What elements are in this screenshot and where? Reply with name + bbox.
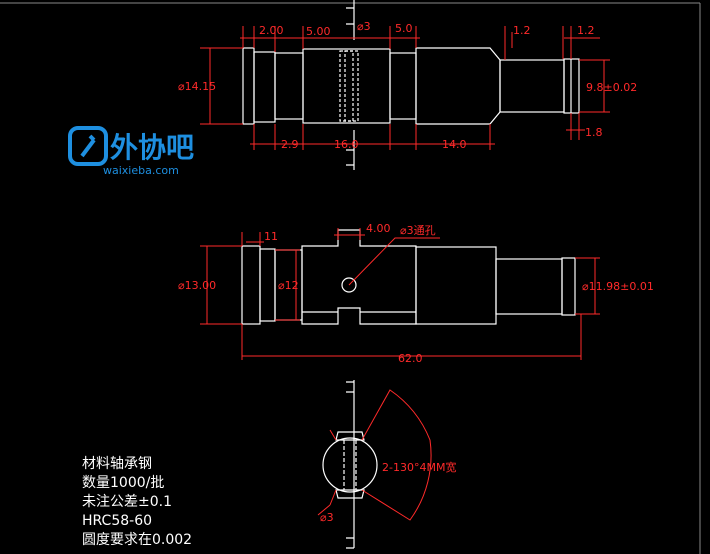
dim-mid-d-right: ⌀11.98±0.01 [582,280,654,293]
dim-w1: 2.00 [259,24,284,37]
section-view [322,380,378,549]
dim-section-angle: 2-130°4MM宽 [382,460,456,474]
dim-mid-w-top: 11 [264,230,278,243]
top-view-labels: ⌀14.15 9.8±0.02 2.00 5.00 ⌀3 5.0 1.2 1.2… [178,20,637,151]
dim-b1: 2.9 [281,138,299,151]
dim-w4: 1.2 [513,24,531,37]
dim-d-right: 9.8±0.02 [586,81,637,94]
dim-mid-d-left: ⌀13.00 [178,279,216,292]
dim-d-left: ⌀14.15 [178,80,216,93]
technical-notes: 材料轴承钢 数量1000/批 未注公差±0.1 HRC58-60 圆度要求在0.… [82,456,192,548]
logo-icon [68,126,108,166]
logo-name: 外协吧 [110,131,194,164]
note-quantity: 数量1000/批 [82,475,164,491]
dim-mid-d-inner: ⌀12 [278,279,299,292]
dim-b3: 14.0 [442,138,467,151]
dim-hole: ⌀3 [357,20,371,33]
mid-view-dimensions [200,228,600,360]
dim-b2: 16.0 [334,138,359,151]
section-view-dimensions [317,389,432,521]
dim-section-hole: ⌀3 [320,511,334,524]
dim-w3: 5.0 [395,22,413,35]
note-material: 材料轴承钢 [82,456,152,472]
note-hardness: HRC58-60 [82,513,152,529]
dim-mid-slot: 4.00 [366,222,391,235]
dim-w5: 1.2 [577,24,595,37]
mid-view [241,229,576,325]
mid-view-labels: ⌀13.00 ⌀12 ⌀11.98±0.01 11 4.00 ⌀3通孔 62.0 [178,222,654,365]
dim-w2: 5.00 [306,25,331,38]
note-tolerance: 未注公差±0.1 [82,494,172,510]
logo-url: waixieba.com [103,164,179,177]
dim-mid-length: 62.0 [398,352,423,365]
section-view-labels: 2-130°4MM宽 ⌀3 [320,460,456,524]
top-view-dimensions [200,26,610,150]
dim-b4: 1.8 [585,126,603,139]
note-roundness: 圆度要求在0.002 [82,532,192,548]
dim-mid-hole: ⌀3通孔 [400,224,436,237]
logo: 外协吧 waixieba.com [68,126,194,177]
